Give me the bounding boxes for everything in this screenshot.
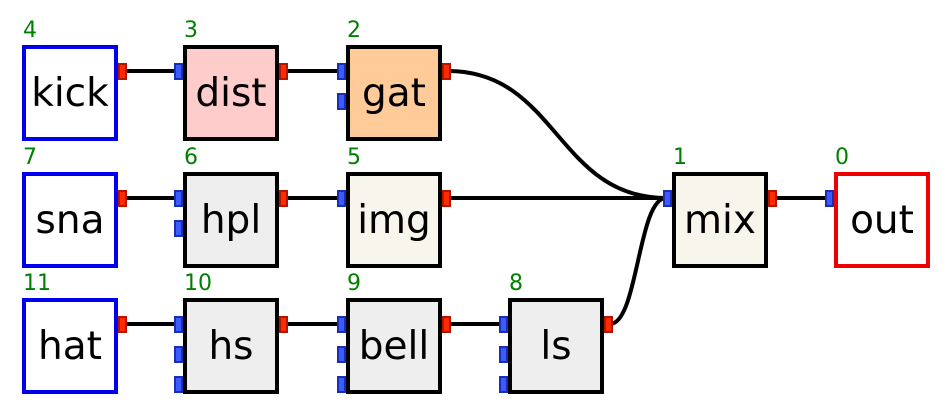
- node-index-10: 10: [184, 271, 212, 296]
- node-hpl-label: hpl: [200, 197, 262, 243]
- node-out[interactable]: out: [834, 172, 930, 268]
- node-mix[interactable]: mix: [672, 172, 768, 268]
- node-sna-output-port[interactable]: [118, 190, 127, 207]
- node-gat-input-port-0[interactable]: [337, 63, 346, 80]
- node-ls-input-port-1[interactable]: [499, 346, 508, 363]
- node-out-input-port-0[interactable]: [825, 190, 834, 207]
- node-hs-output-port[interactable]: [279, 316, 288, 333]
- node-dist-output-port[interactable]: [279, 63, 288, 80]
- node-kick[interactable]: kick: [22, 45, 118, 141]
- node-hs-input-port-2[interactable]: [174, 376, 183, 393]
- node-dist-label: dist: [195, 70, 267, 116]
- node-img-input-port-0[interactable]: [337, 190, 346, 207]
- node-index-0: 0: [835, 145, 849, 170]
- node-gat-output-port[interactable]: [442, 63, 451, 80]
- node-gat-label: gat: [362, 70, 426, 116]
- node-mix-label: mix: [684, 197, 756, 243]
- node-kick-label: kick: [31, 70, 109, 116]
- node-kick-output-port[interactable]: [118, 63, 127, 80]
- node-mix-input-port-0[interactable]: [663, 190, 672, 207]
- node-bell-input-port-1[interactable]: [337, 346, 346, 363]
- node-index-9: 9: [347, 271, 361, 296]
- node-dist[interactable]: dist: [183, 45, 279, 141]
- node-out-label: out: [850, 197, 914, 243]
- node-ls-input-port-2[interactable]: [499, 376, 508, 393]
- node-hs-input-port-0[interactable]: [174, 316, 183, 333]
- node-sna[interactable]: sna: [22, 172, 118, 268]
- node-ls-input-port-0[interactable]: [499, 316, 508, 333]
- node-dist-input-port-0[interactable]: [174, 63, 183, 80]
- node-index-8: 8: [509, 271, 523, 296]
- node-bell-input-port-0[interactable]: [337, 316, 346, 333]
- node-index-4: 4: [23, 18, 37, 43]
- node-hs-label: hs: [208, 323, 254, 369]
- node-index-11: 11: [23, 271, 51, 296]
- node-mix-output-port[interactable]: [768, 190, 777, 207]
- node-bell[interactable]: bell: [346, 298, 442, 394]
- node-sna-label: sna: [35, 197, 105, 243]
- node-index-7: 7: [23, 145, 37, 170]
- node-ls-label: ls: [540, 323, 572, 369]
- node-hs-input-port-1[interactable]: [174, 346, 183, 363]
- node-gat[interactable]: gat: [346, 45, 442, 141]
- node-gat-input-port-1[interactable]: [337, 93, 346, 110]
- node-hpl-input-port-0[interactable]: [174, 190, 183, 207]
- node-index-6: 6: [184, 145, 198, 170]
- wire-2-to-1: [447, 69, 667, 200]
- node-index-5: 5: [347, 145, 361, 170]
- node-bell-output-port[interactable]: [442, 316, 451, 333]
- node-hpl-output-port[interactable]: [279, 190, 288, 207]
- node-index-1: 1: [673, 145, 687, 170]
- node-img-label: img: [357, 197, 431, 243]
- node-hpl-input-port-1[interactable]: [174, 220, 183, 237]
- node-hpl[interactable]: hpl: [183, 172, 279, 268]
- node-bell-label: bell: [358, 323, 430, 369]
- node-hat-output-port[interactable]: [118, 316, 127, 333]
- node-index-3: 3: [184, 18, 198, 43]
- node-bell-input-port-2[interactable]: [337, 376, 346, 393]
- node-hat[interactable]: hat: [22, 298, 118, 394]
- wire-8-to-1: [609, 196, 667, 326]
- node-ls[interactable]: ls: [508, 298, 604, 394]
- node-img[interactable]: img: [346, 172, 442, 268]
- node-hs[interactable]: hs: [183, 298, 279, 394]
- node-ls-output-port[interactable]: [604, 316, 613, 333]
- node-hat-label: hat: [38, 323, 102, 369]
- node-index-2: 2: [347, 18, 361, 43]
- node-img-output-port[interactable]: [442, 190, 451, 207]
